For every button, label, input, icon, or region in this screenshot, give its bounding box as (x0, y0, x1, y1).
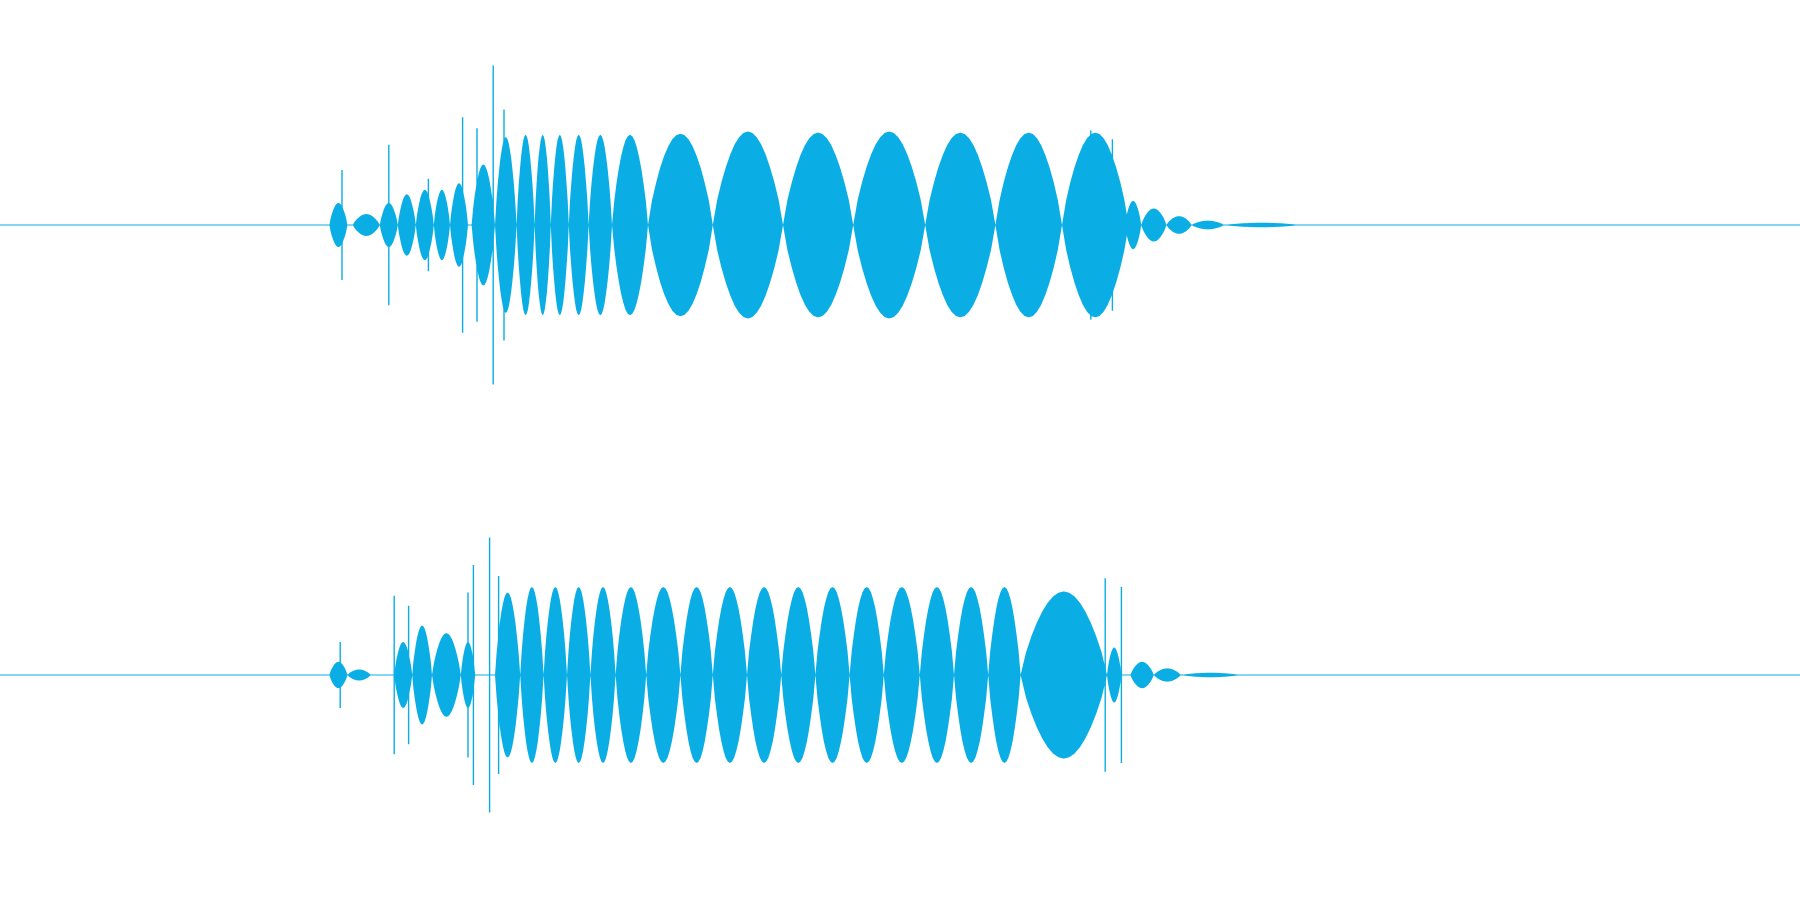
channel-right-spikes (339, 537, 1123, 813)
channel-left-waveform (0, 65, 1800, 385)
channel-left-svg (0, 65, 1800, 385)
channel-left-spikes (341, 65, 1114, 385)
channel-right-waveform (0, 450, 1800, 900)
channel-right-svg (0, 537, 1800, 813)
channel-right-envelope (329, 587, 1241, 763)
channel-left-envelope (329, 131, 1300, 319)
